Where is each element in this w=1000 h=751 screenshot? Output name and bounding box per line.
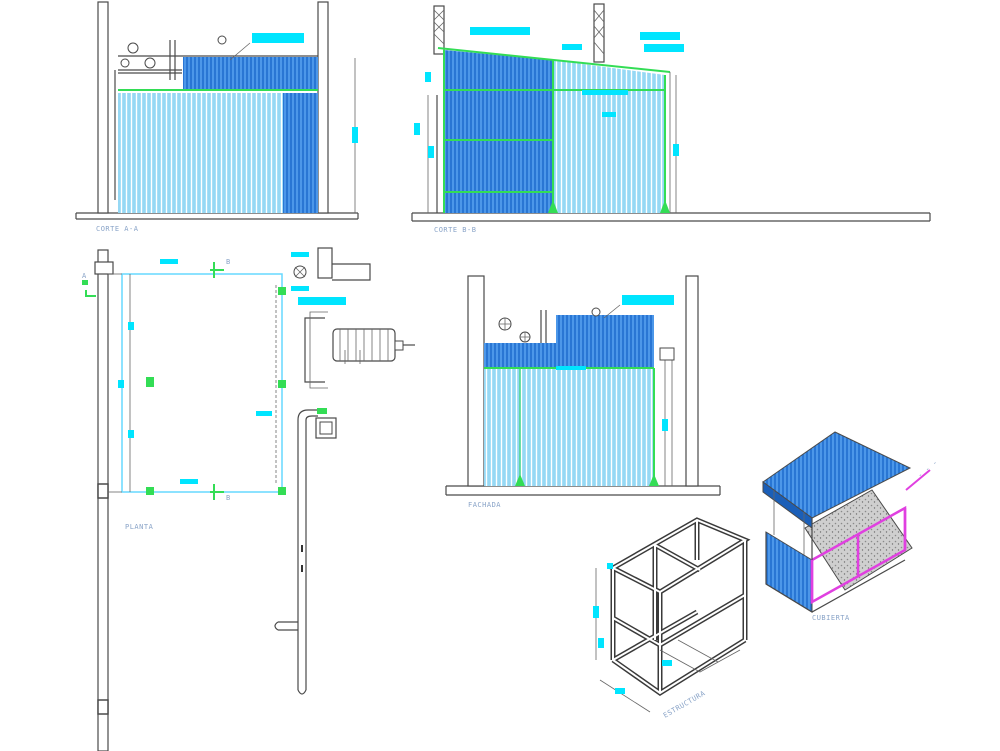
callout-tag <box>256 411 272 416</box>
callout-tag <box>298 297 346 305</box>
right-column <box>317 1 329 214</box>
section-letter: B <box>226 494 231 502</box>
fitting-icon <box>144 57 156 69</box>
light-wall-panel <box>553 60 665 213</box>
fitting-icon <box>127 42 139 54</box>
vertical-pipe <box>297 420 307 690</box>
lattice-column <box>433 5 445 55</box>
column-base <box>146 377 154 387</box>
column-base <box>278 380 286 388</box>
column-base <box>146 487 154 495</box>
callout-tag <box>470 27 530 35</box>
callout-tag <box>252 33 304 43</box>
section-marker-b <box>210 262 224 278</box>
dimension-tag <box>128 430 134 438</box>
callout-tag <box>180 479 198 484</box>
light-wall-panel <box>484 368 654 486</box>
section-marker-b <box>210 484 224 500</box>
dimension-tag <box>414 123 420 135</box>
dimension-tag <box>428 146 434 158</box>
callout-tag <box>644 44 684 52</box>
left-column <box>97 1 109 214</box>
dimension-tag <box>593 606 599 618</box>
dimension-tag <box>615 688 625 694</box>
motor-frame <box>304 317 325 383</box>
side-wall <box>765 531 813 613</box>
column-base <box>278 287 286 295</box>
dimension-tag <box>662 660 672 666</box>
corte-aa-view: CORTE A-A <box>75 1 359 233</box>
corte-bb-view: CORTE B-B <box>411 3 931 234</box>
view-label-fachada: FACHADA <box>468 501 501 509</box>
section-letter: A <box>82 272 87 280</box>
light-wall-panel <box>118 93 283 213</box>
dark-wall-panel <box>444 50 553 213</box>
base-plate <box>548 200 558 213</box>
column-base <box>278 487 286 495</box>
fachada-view: FACHADA <box>445 275 721 509</box>
dark-wall-panel <box>283 93 318 213</box>
dimension-tag <box>673 144 679 156</box>
fitting-icon <box>591 307 601 317</box>
view-label-planta: PLANTA <box>125 523 154 531</box>
callout-tag <box>622 295 674 305</box>
callout-tag <box>602 112 616 117</box>
callout-tag <box>160 259 178 264</box>
lattice-column <box>593 3 605 63</box>
dimension-tag <box>128 322 134 330</box>
estructura-iso-view: ESTRUCTURA <box>593 517 751 720</box>
roof-panel <box>556 315 654 345</box>
left-column <box>467 275 485 487</box>
section-letter: B <box>226 258 231 266</box>
dark-wall-band <box>484 343 654 368</box>
view-label-corte-aa: CORTE A-A <box>96 225 139 233</box>
pipe-rack <box>97 249 109 751</box>
section-marker-a <box>85 290 96 297</box>
callout-tag <box>582 90 628 95</box>
view-label-corte-bb: CORTE B-B <box>434 226 476 234</box>
right-column <box>685 275 699 487</box>
dimension-tag <box>598 638 604 648</box>
dimension-tag <box>352 127 358 143</box>
cubierta-iso-view: - - - CUBIERTA <box>762 431 939 622</box>
callout-tag <box>291 286 309 291</box>
fitting-icon <box>120 58 130 68</box>
callout-tag <box>562 44 582 50</box>
view-label-estructura: ESTRUCTURA <box>662 689 707 720</box>
callout-tag <box>291 252 309 257</box>
fitting-icon <box>217 35 227 45</box>
dimension-tag <box>118 380 124 388</box>
base-plate <box>660 200 670 213</box>
view-label-cubierta: CUBIERTA <box>812 614 850 622</box>
callout-tag <box>640 32 680 40</box>
roof-panel <box>183 57 318 89</box>
dimension-tag <box>425 72 431 82</box>
planta-view: B B A PLANTA <box>82 247 415 751</box>
svg-text:- - -: - - - <box>916 458 939 479</box>
dimension-tag <box>662 419 668 431</box>
